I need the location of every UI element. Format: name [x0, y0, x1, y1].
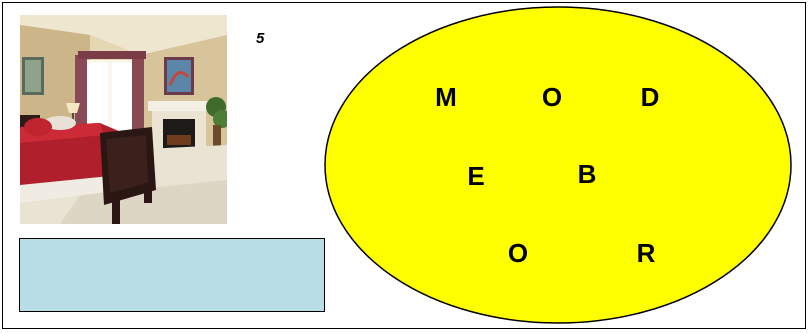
letter-d: D	[641, 82, 660, 112]
bedroom-photo	[20, 15, 227, 224]
page-number: 5	[256, 30, 265, 47]
letter-ellipse: M O D E B O R	[323, 4, 793, 326]
yellow-ellipse	[324, 6, 792, 324]
letter-m: M	[435, 82, 457, 112]
letter-b: B	[578, 159, 597, 189]
letter-r: R	[637, 238, 656, 268]
letter-o-bottom: O	[508, 238, 528, 268]
answer-box[interactable]	[19, 238, 325, 312]
letter-o-top: O	[542, 82, 562, 112]
letter-e: E	[467, 161, 484, 191]
